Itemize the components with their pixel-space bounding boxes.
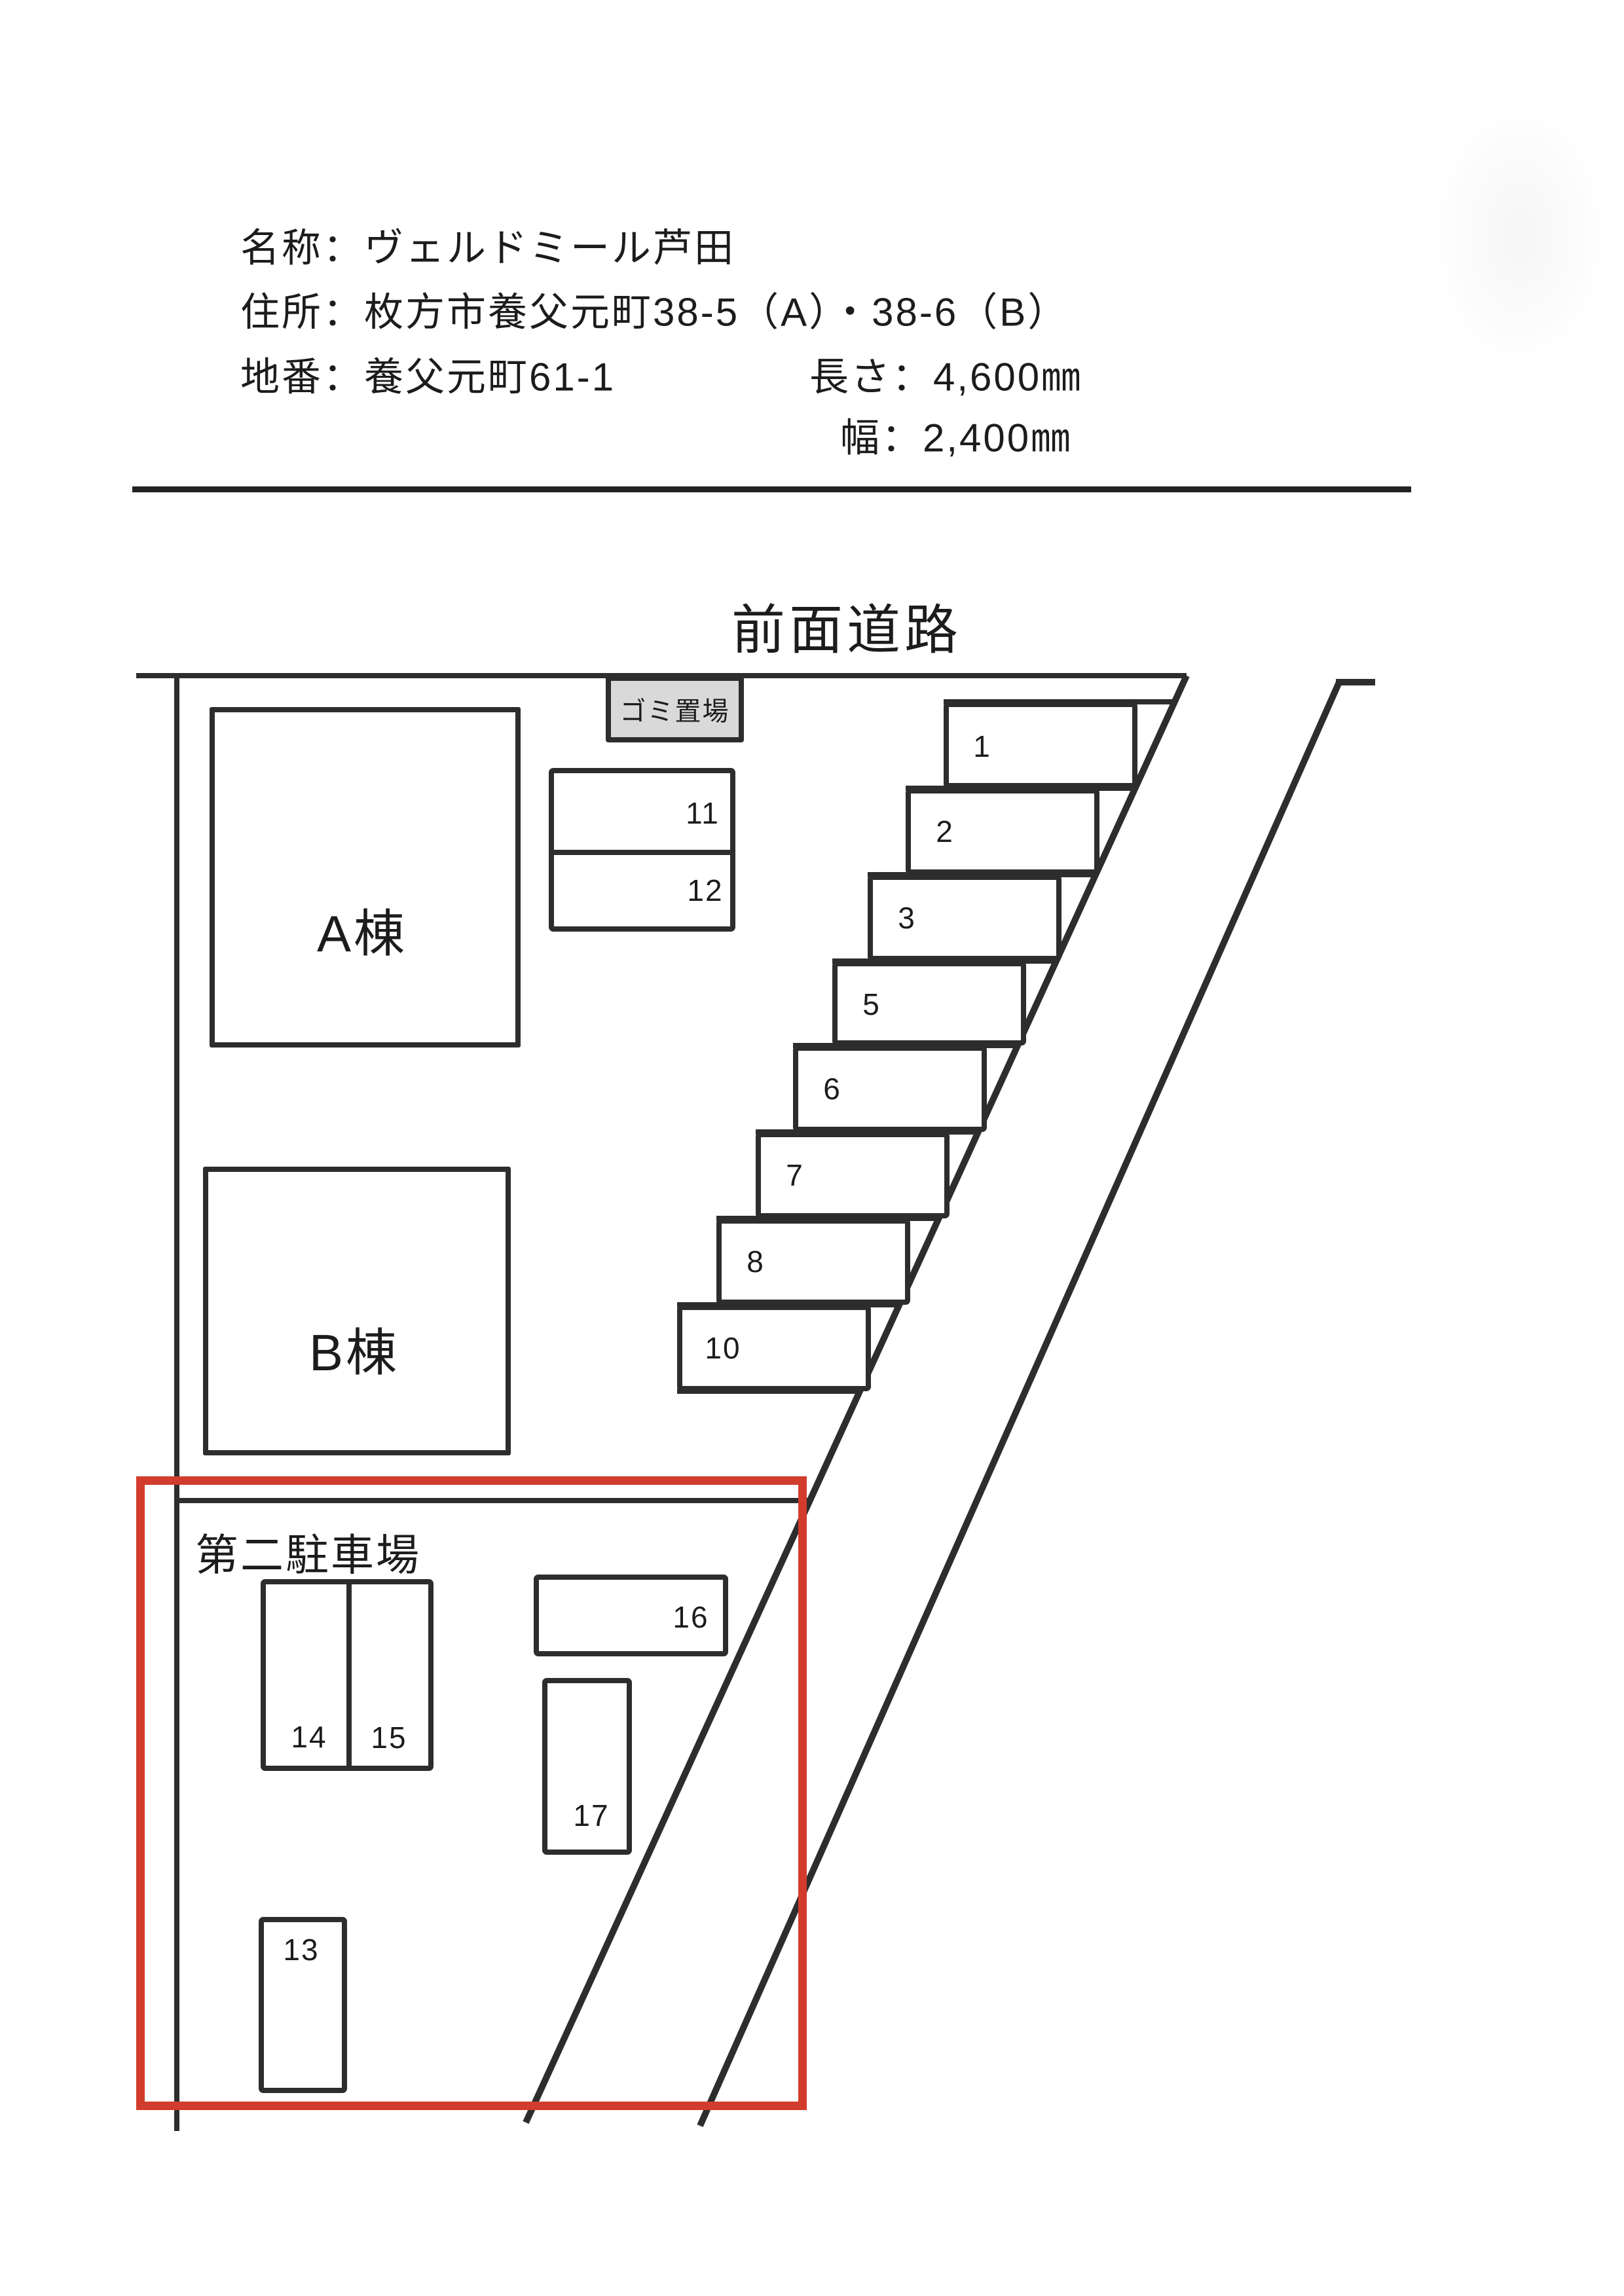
stall-14-15-divider [346, 1579, 352, 1771]
lot-number-line: 地番：養父元町61-1 [240, 355, 616, 399]
parking-space-8-label: 8 [747, 1245, 765, 1279]
parking-stall-5 [832, 961, 1026, 1046]
parking-space-15-label: 15 [371, 1721, 407, 1755]
parking-space-17-label: 17 [573, 1798, 610, 1832]
second-parking-highlight-box [136, 1476, 807, 2110]
building-a-label: A棟 [316, 905, 408, 962]
parking-stall-10 [677, 1305, 871, 1391]
garbage-area-label: ゴミ置場 [619, 697, 730, 726]
second-parking-label: 第二駐車場 [195, 1531, 421, 1579]
parking-space-3-label: 3 [898, 901, 916, 935]
parking-stall-6 [793, 1046, 987, 1132]
parking-space-14-label: 14 [291, 1720, 327, 1754]
parking-stall-11-12 [549, 768, 735, 932]
parking-space-5-label: 5 [862, 987, 881, 1021]
parking-space-7-label: 7 [786, 1158, 804, 1192]
parking-space-1-label: 1 [973, 729, 991, 763]
parking-stall-13 [259, 1917, 347, 2093]
parking-space-13-label: 13 [283, 1933, 320, 1967]
header-divider-rule [132, 486, 1411, 492]
parking-stall-1 [944, 702, 1137, 788]
property-address-line: 住所：枚方市養父元町38-5（A）・38-6（B） [240, 290, 1069, 335]
building-a-outline [210, 707, 521, 1048]
parking-stall-17 [542, 1678, 632, 1855]
parking-space-11-label: 11 [686, 796, 720, 830]
parking-stall-16 [534, 1575, 728, 1656]
property-name-line: 名称：ヴェルドミール芦田 [240, 226, 735, 270]
front-road-label: 前面道路 [731, 600, 963, 661]
stall-11-12-divider [549, 850, 735, 855]
parking-stall-7 [756, 1132, 950, 1218]
building-b-label: B棟 [308, 1324, 400, 1381]
parking-stall-8 [716, 1218, 910, 1305]
garbage-area-box: ゴミ置場 [606, 676, 744, 742]
parking-stall-14-15 [261, 1579, 434, 1771]
parking-space-2-label: 2 [936, 814, 954, 848]
space-length-line: 長さ：4,600㎜ [809, 355, 1083, 399]
parking-space-16-label: 16 [673, 1600, 709, 1634]
parking-space-10-label: 10 [705, 1331, 741, 1365]
parking-space-12-label: 12 [687, 873, 724, 907]
road-edge-near [523, 674, 1190, 2124]
parking-stall-2 [906, 788, 1099, 875]
space-width-line: 幅：2,400㎜ [840, 416, 1073, 460]
parking-space-6-label: 6 [823, 1072, 841, 1106]
parking-stall-3 [868, 875, 1061, 961]
building-b-outline [203, 1167, 511, 1455]
